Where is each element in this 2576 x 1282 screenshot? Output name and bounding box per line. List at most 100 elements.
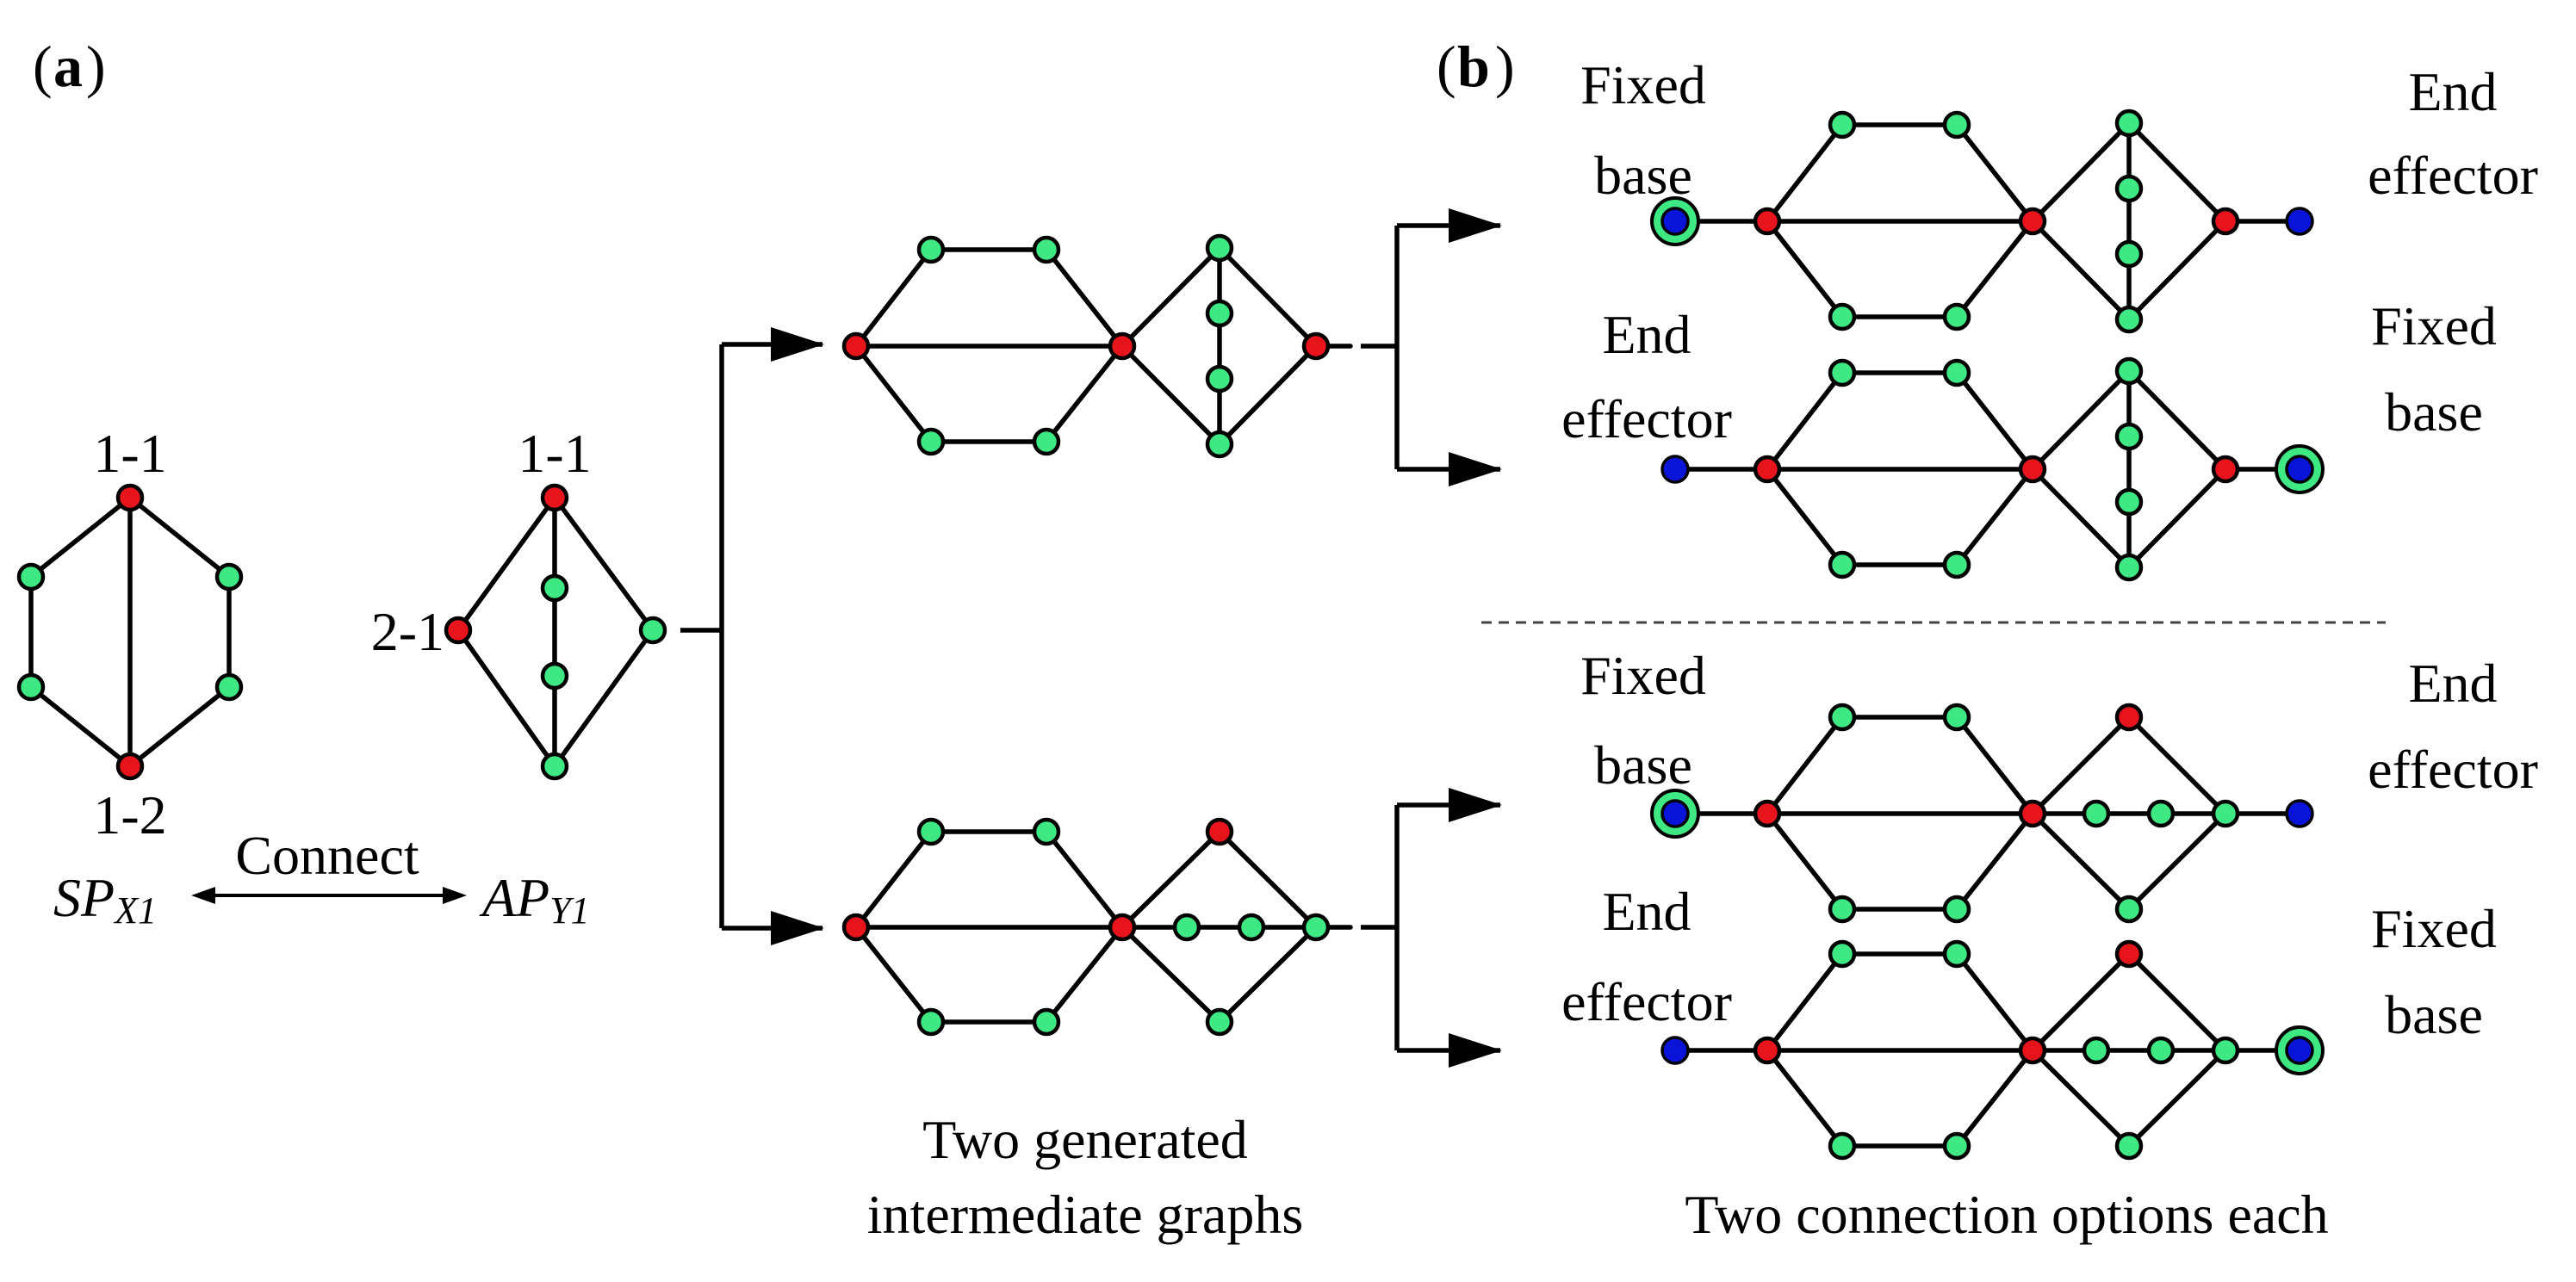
node-green — [2114, 108, 2144, 138]
fixed-base-label: base — [1594, 145, 1692, 206]
node-green — [1828, 1131, 1857, 1161]
node-green — [16, 672, 46, 702]
node-blue — [1660, 207, 1690, 236]
node-green — [1942, 1131, 1971, 1161]
fixed-base-label: base — [2385, 381, 2483, 443]
node-label-2-1: 2-1 — [371, 601, 444, 662]
fixed-base-label: base — [1594, 734, 1692, 796]
node-red — [1108, 331, 1137, 361]
node-red — [2114, 939, 2144, 969]
node-green — [1828, 895, 1857, 924]
node-green — [2146, 799, 2176, 828]
node-label-1-1: 1-1 — [93, 423, 166, 484]
node-green — [2114, 422, 2144, 451]
node-green — [1942, 939, 1971, 969]
connect-double-arrow — [191, 887, 467, 904]
caption-b: Two connection options each — [1685, 1184, 2328, 1245]
fixed-base-label: Fixed — [2371, 295, 2497, 356]
node-green — [1942, 302, 1971, 331]
node-green — [2211, 1036, 2240, 1065]
ap-y1-label: APY1 — [479, 867, 590, 932]
node-green — [1828, 939, 1857, 969]
sp-x1-graph — [16, 483, 244, 781]
node-blue — [2285, 1036, 2314, 1065]
node-red — [1205, 817, 1234, 846]
panel-b-label: ( b ) — [1437, 34, 1515, 99]
node-green — [1942, 110, 1971, 139]
fixed-base-label: Fixed — [1580, 645, 1706, 706]
end-effector-label: effector — [2368, 145, 2538, 206]
node-blue — [1660, 455, 1690, 484]
node-green — [2146, 1036, 2176, 1065]
fixed-base-label: Fixed — [1580, 54, 1706, 115]
node-green — [1032, 427, 1061, 456]
end-effector-label: End — [1602, 304, 1691, 365]
node-green — [2114, 1131, 2144, 1161]
sp-x1-label: SPX1 — [53, 867, 157, 932]
node-green — [638, 616, 667, 645]
branch-arrows-a — [680, 327, 824, 945]
node-red — [444, 616, 473, 645]
node-green — [1828, 550, 1857, 579]
node-green — [2082, 799, 2111, 828]
node-green — [1301, 913, 1331, 942]
node-green — [1205, 299, 1234, 328]
panel-a-label: ( a ) — [33, 34, 106, 99]
node-red — [1753, 799, 1782, 828]
node-green — [1205, 233, 1234, 263]
node-green — [2114, 895, 2144, 924]
svg-text:): ) — [86, 34, 106, 99]
node-green — [1942, 358, 1971, 387]
end-effector-label: effector — [2368, 739, 2538, 800]
node-red — [115, 752, 145, 781]
fixed-base-label: base — [2385, 984, 2483, 1045]
node-green — [540, 661, 569, 691]
node-red — [2018, 1036, 2047, 1065]
node-green — [214, 672, 244, 702]
svg-text:a: a — [53, 34, 83, 99]
node-blue — [1660, 799, 1690, 828]
node-red — [1108, 913, 1137, 942]
node-red — [841, 331, 871, 361]
node-green — [540, 573, 569, 603]
node-blue — [2285, 207, 2314, 236]
intermediate-graph-2 — [841, 817, 1353, 1037]
svg-text:): ) — [1495, 34, 1515, 99]
node-green — [1237, 913, 1266, 942]
node-green — [1828, 358, 1857, 387]
node-red — [2211, 455, 2240, 484]
node-red — [1753, 207, 1782, 236]
node-red — [1301, 331, 1331, 361]
node-green — [1942, 703, 1971, 732]
node-blue — [1660, 1036, 1690, 1065]
end-effector-label: End — [1602, 881, 1691, 942]
node-green — [916, 235, 946, 264]
node-red — [2211, 207, 2240, 236]
node-red — [115, 483, 145, 512]
caption-a-line1: Two generated — [922, 1109, 1248, 1170]
node-green — [2211, 799, 2240, 828]
end-effector-label: effector — [1561, 388, 1732, 449]
svg-text:b: b — [1457, 34, 1490, 99]
option-graph-4 — [1660, 939, 2325, 1161]
end-effector-label: End — [2408, 653, 2497, 714]
option-graph-1 — [1650, 108, 2314, 334]
node-green — [1828, 703, 1857, 732]
node-red — [2018, 799, 2047, 828]
node-green — [1205, 430, 1234, 459]
node-green — [2114, 553, 2144, 582]
end-effector-label: End — [2408, 61, 2497, 122]
node-red — [2114, 703, 2144, 732]
svg-text:(: ( — [33, 34, 53, 99]
node-green — [2114, 356, 2144, 386]
node-green — [1942, 895, 1971, 924]
node-green — [1942, 550, 1971, 579]
option-graph-2 — [1660, 356, 2325, 582]
connect-label: Connect — [235, 825, 419, 886]
node-label-1-2: 1-2 — [93, 784, 166, 845]
branch-arrows-b-top — [1361, 208, 1502, 486]
node-red — [540, 483, 569, 512]
node-red — [2018, 207, 2047, 236]
node-green — [1205, 364, 1234, 393]
branch-arrows-b-bottom — [1361, 788, 1502, 1068]
